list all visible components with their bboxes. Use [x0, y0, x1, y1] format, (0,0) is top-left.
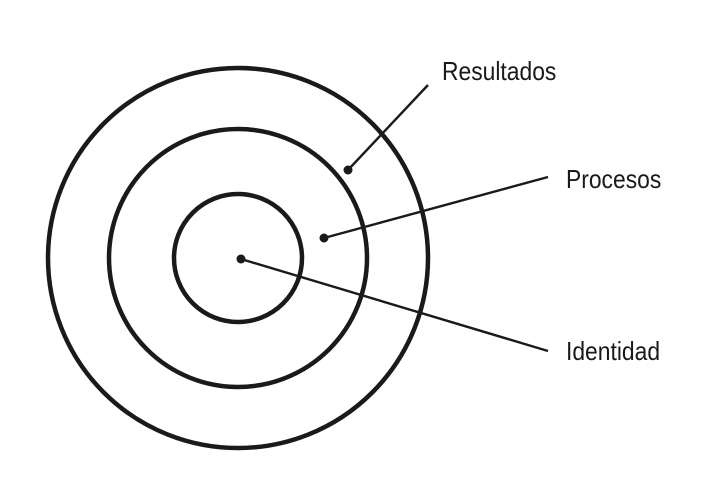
center-anchor-dot	[236, 254, 246, 264]
middle-anchor-dot	[319, 233, 329, 243]
label-resultados: Resultados	[442, 58, 556, 87]
label-procesos: Procesos	[566, 166, 661, 195]
outer-leader-line	[347, 84, 429, 171]
inner-leader-line	[240, 257, 549, 353]
inner-ring	[171, 191, 305, 325]
middle-leader-line	[323, 175, 549, 240]
middle-ring	[106, 126, 370, 390]
label-identidad: Identidad	[566, 338, 660, 367]
outer-ring	[45, 65, 431, 451]
outer-anchor-dot	[343, 165, 353, 175]
